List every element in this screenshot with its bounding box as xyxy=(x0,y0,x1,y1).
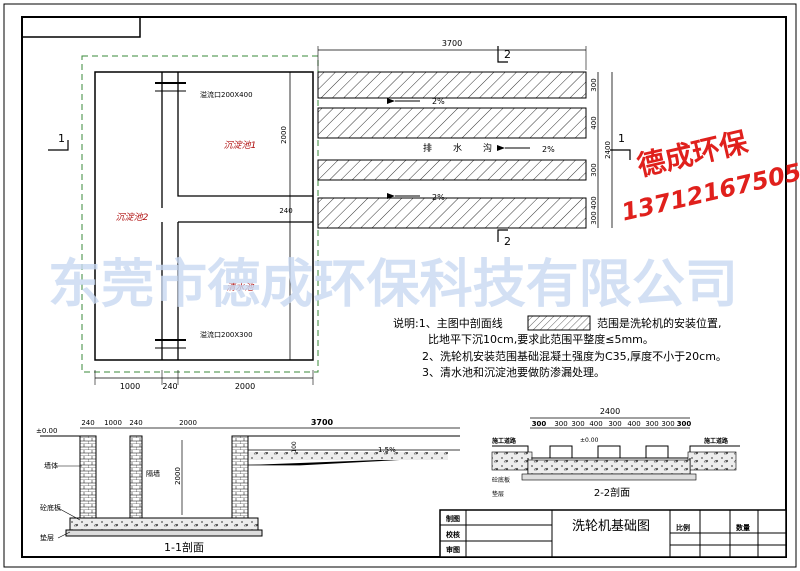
s22-dim-6: 400 xyxy=(627,420,640,428)
tb-qty: 数量 xyxy=(736,523,750,532)
s11-level: ±0.00 xyxy=(36,427,57,435)
s22-dim-8: 300 xyxy=(661,420,674,428)
watermark-company: 东莞市德成环保科技有限公司 xyxy=(48,255,738,315)
s22-dim-4: 400 xyxy=(589,420,602,428)
tb-scale: 比例 xyxy=(676,523,690,532)
s11-label-partition: 隔墙 xyxy=(146,469,160,478)
label-drain-2: 水 xyxy=(453,142,462,154)
tb-r1: 制图 xyxy=(446,514,460,523)
note-line1b: 范围是洗轮机的安装位置, xyxy=(597,316,722,330)
section-mark-1-left: 1 xyxy=(58,132,65,145)
corner-tag-box xyxy=(21,16,141,38)
hatch-strip-3 xyxy=(317,159,587,181)
note-hatch-swatch xyxy=(527,315,591,331)
s22-dim-7: 300 xyxy=(645,420,658,428)
tb-r2: 校核 xyxy=(446,530,460,539)
note-line1a: 说明:1、主图中剖面线 xyxy=(393,316,503,330)
hatch-strip-4 xyxy=(317,197,587,229)
section-1-1: ±0.00 240 1000 240 2000 3700 2000 100 1.… xyxy=(36,418,460,554)
s11-title: 1-1剖面 xyxy=(164,540,204,554)
s11-dim-1: 240 xyxy=(81,419,94,427)
slope-2: 2% xyxy=(542,145,555,154)
plan-view: 3700 1000 240 2000 2000 240 300 400 300 … xyxy=(48,39,631,391)
s22-total: 2400 xyxy=(600,407,620,416)
dim-bottom-3: 2000 xyxy=(235,382,255,391)
note-line2: 2、洗轮机安装范围基础混凝土强度为C35,厚度不小于20cm。 xyxy=(422,349,727,363)
tank-outline xyxy=(94,71,314,361)
dim-right-2: 400 xyxy=(590,116,598,129)
dim-right-5: 300 xyxy=(590,211,598,224)
s22-dim-3: 300 xyxy=(571,420,584,428)
note-line1c: 比地平下沉10cm,要求此范围平整度≤5mm。 xyxy=(428,332,654,346)
inner-frame xyxy=(21,16,787,558)
dim-240: 240 xyxy=(279,207,292,215)
watermark-red: 德成环保 13712167505 xyxy=(619,125,800,226)
s22-dim-2: 300 xyxy=(554,420,567,428)
label-drain-1: 排 xyxy=(423,142,432,154)
dim-right-total: 2400 xyxy=(604,141,612,159)
section-2-2: 2400 300 300 300 400 300 400 300 300 300… xyxy=(491,407,740,499)
s11-label-slab: 砼底板 xyxy=(40,503,61,512)
note-line3: 3、清水池和沉淀池要做防渗漏处理。 xyxy=(422,365,605,379)
s22-level: ±0.00 xyxy=(580,437,599,444)
notes: 说明:1、主图中剖面线 范围是洗轮机的安装位置, 比地平下沉10cm,要求此范围… xyxy=(393,315,727,379)
dim-left-2000: 2000 xyxy=(280,126,288,144)
section-mark-2-top: 2 xyxy=(504,48,511,61)
partition-walls xyxy=(161,72,313,360)
s11-dim-2: 1000 xyxy=(104,419,122,427)
tb-title: 洗轮机基础图 xyxy=(572,519,650,534)
tb-r3: 审图 xyxy=(446,545,460,554)
dim-right-4: 400 xyxy=(590,196,598,209)
title-block: 制图 校核 审图 洗轮机基础图 比例 数量 xyxy=(439,509,787,558)
label-drain-3: 沟 xyxy=(483,142,492,154)
s22-dim-5: 300 xyxy=(608,420,621,428)
slope-3: 2% xyxy=(432,193,445,202)
dim-top: 3700 xyxy=(442,39,462,48)
dim-right-1: 300 xyxy=(590,78,598,91)
dim-bottom-2: 240 xyxy=(162,382,177,391)
s11-depth: 2000 xyxy=(174,467,182,485)
label-clear: 清水池 xyxy=(226,282,254,293)
section-mark-1-right: 1 xyxy=(618,132,625,145)
dim-right-3: 300 xyxy=(590,163,598,176)
hatch-strip-1 xyxy=(317,71,587,99)
label-overflow-bottom: 溢流口200X300 xyxy=(200,330,253,339)
s22-dim-9: 300 xyxy=(677,420,692,428)
label-sed1: 沉淀池1 xyxy=(224,140,257,151)
s22-dim-1: 300 xyxy=(532,420,547,428)
s11-dim-100: 100 xyxy=(291,441,298,453)
s22-road-right: 施工道路 xyxy=(704,437,729,445)
s22-label-bed: 垫层 xyxy=(492,490,504,498)
s11-dim-5: 3700 xyxy=(311,418,334,427)
section-mark-2-bottom: 2 xyxy=(504,235,511,248)
s11-dim-4: 2000 xyxy=(179,419,197,427)
s11-label-wall: 墙体 xyxy=(44,461,58,470)
s11-slope: 1.5% xyxy=(378,446,396,454)
hatch-strip-2 xyxy=(317,107,587,139)
s22-road-left: 施工道路 xyxy=(492,437,517,445)
label-sed2: 沉淀池2 xyxy=(116,212,149,223)
s11-dim-3: 240 xyxy=(129,419,142,427)
outer-border xyxy=(3,3,797,568)
label-overflow-top: 溢流口200X400 xyxy=(200,90,253,99)
dim-bottom-1: 1000 xyxy=(120,382,140,391)
s11-label-bed: 垫层 xyxy=(40,533,54,542)
slope-1: 2% xyxy=(432,97,445,106)
s22-title: 2-2剖面 xyxy=(594,486,630,499)
s22-label-slab: 砼底板 xyxy=(492,476,510,484)
